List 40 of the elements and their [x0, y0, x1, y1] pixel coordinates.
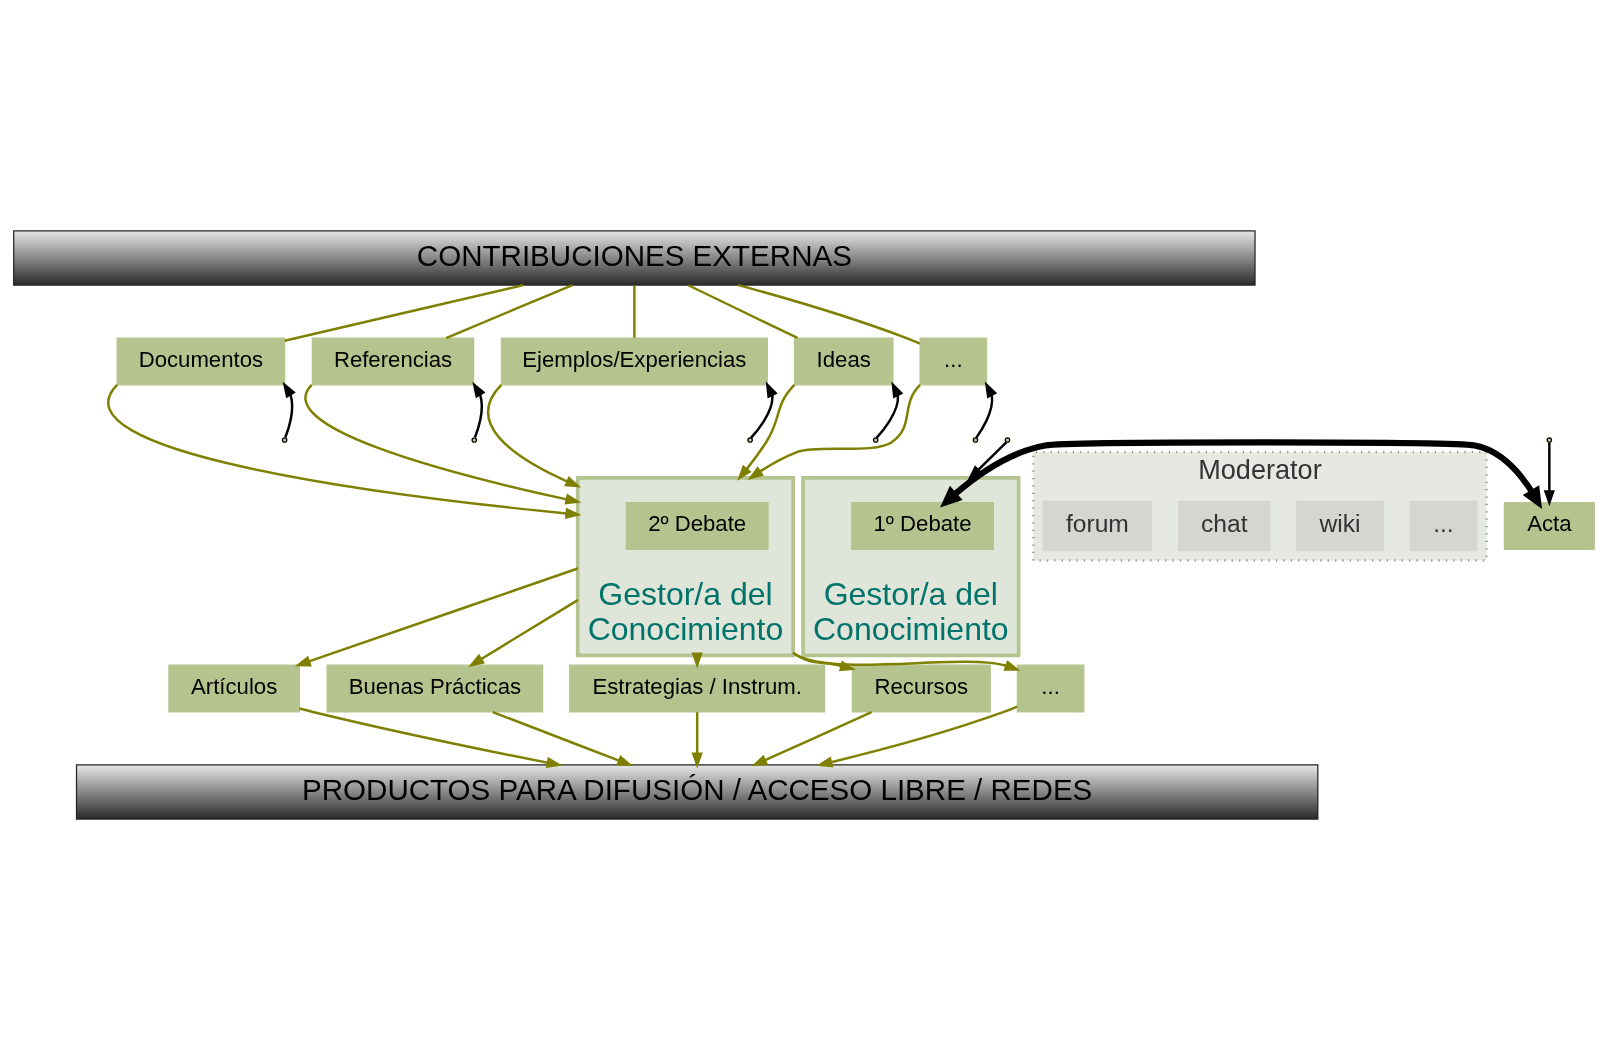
arrow — [816, 704, 1018, 767]
connector — [738, 283, 921, 345]
arrow — [487, 383, 582, 488]
arrow — [492, 710, 634, 766]
node-box: Ideas — [793, 336, 894, 385]
node-box: Estrategias / Instrum. — [569, 664, 826, 713]
connector — [687, 283, 798, 339]
node-box: PRODUCTOS PARA DIFUSIÓN / ACCESO LIBRE / REDES — [75, 763, 1319, 820]
arrow — [967, 440, 1008, 481]
node-box: Recursos — [851, 664, 991, 713]
arrow — [975, 381, 998, 439]
node-box: Referencias — [311, 336, 475, 385]
connector — [633, 284, 636, 338]
node-box: 1º Debate — [851, 501, 994, 550]
arrow — [940, 438, 1543, 509]
node-box: Documentos — [116, 336, 286, 385]
arrow — [107, 383, 582, 519]
arrow — [747, 383, 921, 480]
node-box: Artículos — [168, 664, 301, 713]
arrow — [299, 706, 563, 768]
arrow — [1543, 442, 1555, 506]
node-box: ... — [1016, 664, 1085, 713]
node-box: ... — [919, 336, 988, 385]
node-box: CONTRIBUCIONES EXTERNAS — [13, 229, 1256, 286]
arrow — [691, 711, 703, 769]
arrow — [751, 710, 873, 766]
connector — [284, 283, 524, 342]
node-box: 2º Debate — [625, 501, 769, 550]
connector — [445, 283, 573, 339]
arrow — [468, 598, 579, 667]
arrow — [294, 566, 579, 666]
node-box: Acta — [1503, 501, 1595, 550]
arrow — [750, 381, 778, 439]
node-box: Buenas Prácticas — [326, 664, 544, 713]
arrow — [875, 381, 904, 439]
arrow — [304, 383, 582, 505]
arrow — [282, 381, 296, 438]
arrow — [472, 381, 486, 438]
arrow — [737, 383, 796, 481]
node-box: Ejemplos/Experiencias — [500, 336, 768, 385]
